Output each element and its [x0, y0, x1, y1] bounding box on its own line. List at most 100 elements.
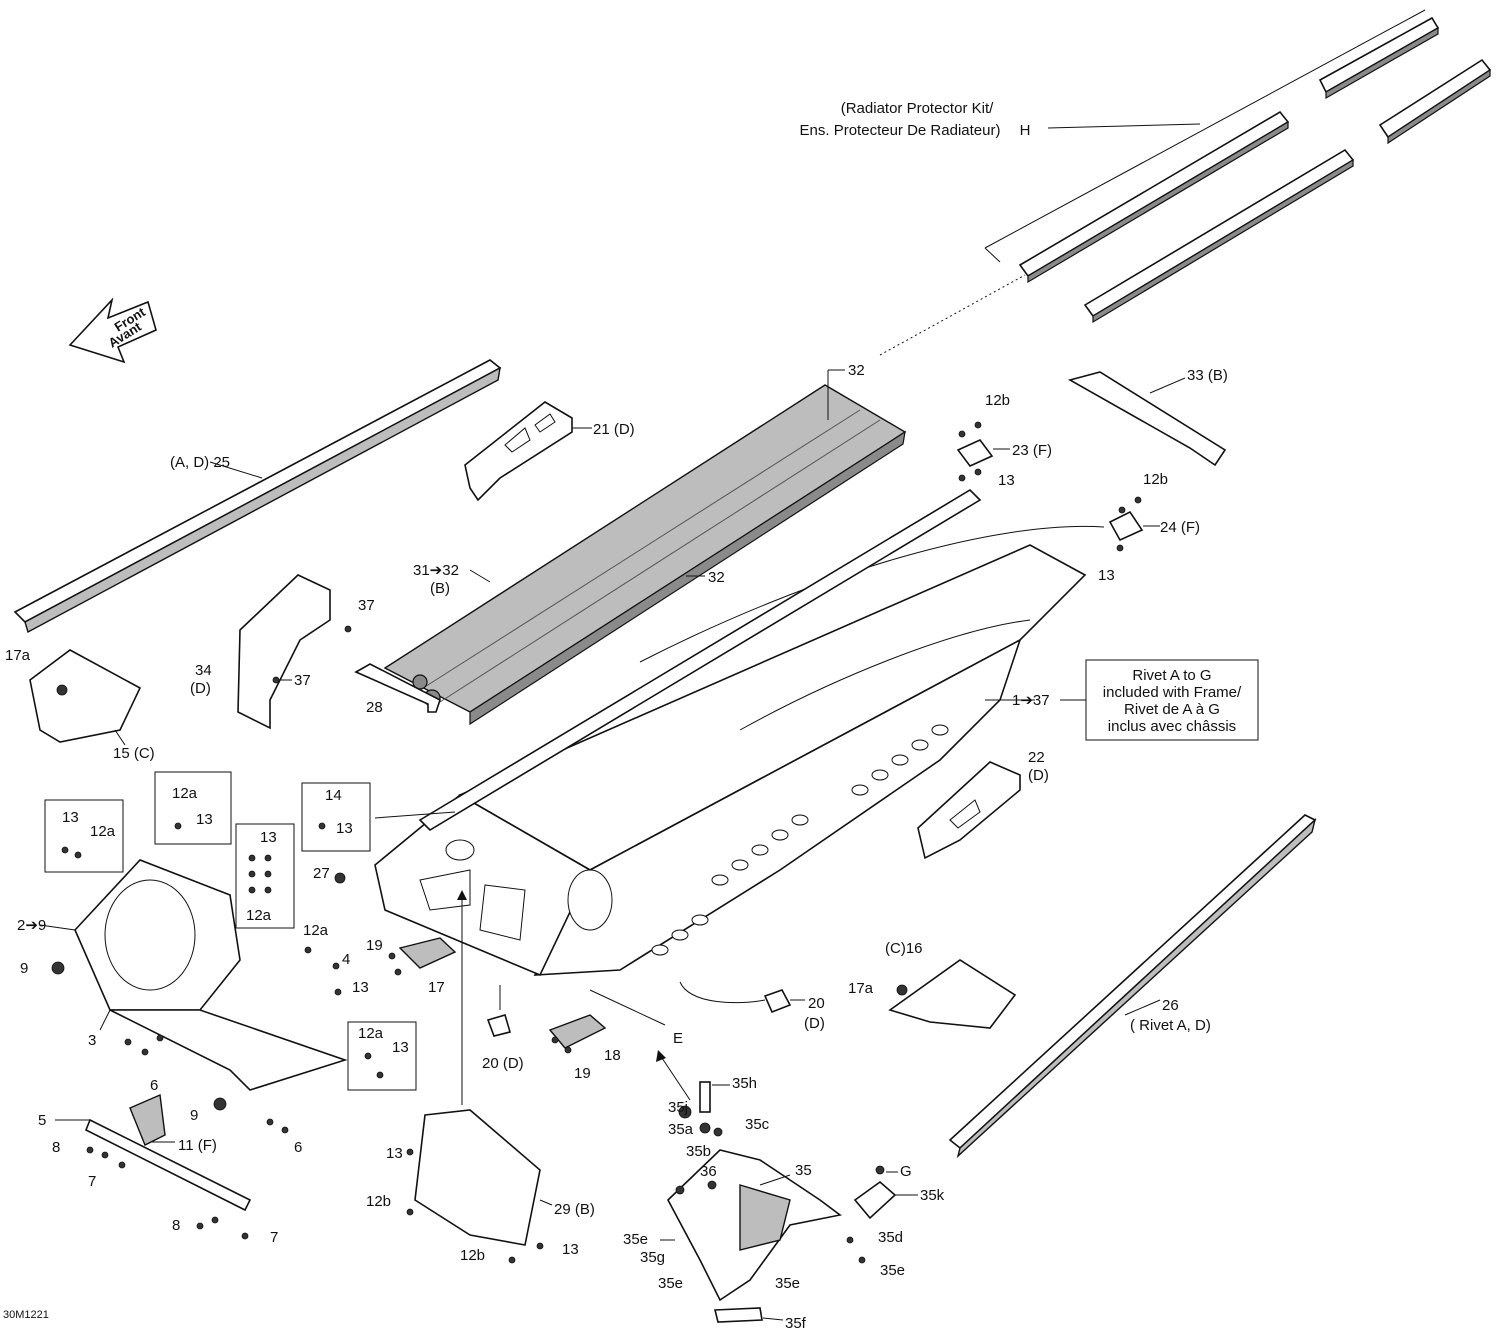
callout-35e-b: 35e — [880, 1262, 905, 1279]
part-16-bracket — [888, 959, 1017, 1029]
front-bulkhead — [39, 859, 348, 1111]
callout-18: 18 — [604, 1047, 621, 1064]
front-direction-arrow-icon: Front Avant — [68, 297, 157, 364]
part-23-bracket — [956, 421, 1010, 482]
callout-8-b: 8 — [172, 1217, 180, 1234]
rivet-note-line3: Rivet de A à G — [1124, 701, 1220, 718]
callout-12b-rad-a: 12b — [366, 1193, 391, 1210]
callout-E: E — [673, 1030, 683, 1047]
callout-17: 17 — [428, 979, 445, 996]
callout-36: 36 — [700, 1163, 717, 1180]
callout-37-b: 37 — [294, 672, 311, 689]
part-15-bracket — [29, 649, 142, 746]
callout-17a-right: 17a — [848, 980, 874, 997]
callout-9-a: 9 — [20, 960, 28, 977]
callout-35k: 35k — [920, 1187, 945, 1204]
rivet-note-line4: inclus avec châssis — [1108, 718, 1236, 735]
callout-24: 24 (F) — [1160, 519, 1200, 536]
callout-12b-a: 12b — [985, 392, 1010, 409]
callout-35e-a: 35e — [623, 1231, 648, 1248]
callout-8-a: 8 — [52, 1139, 60, 1156]
callout-35a: 35a — [668, 1121, 694, 1138]
callout-35e-c: 35e — [658, 1275, 683, 1292]
callout-25: (A, D) 25 — [170, 454, 230, 471]
callout-34-note: (D) — [190, 680, 211, 697]
part-35-steering-support — [656, 1050, 918, 1323]
callout-31: 31➔32 — [413, 562, 459, 579]
callout-37-a: 37 — [358, 597, 375, 614]
part-17-bracket — [388, 937, 457, 976]
part-5-rail — [55, 1034, 289, 1240]
main-tunnel-frame — [374, 488, 1087, 1026]
callout-12a-loose: 12a — [303, 922, 329, 939]
hardware-box-5 — [347, 1021, 417, 1091]
callout-35h: 35h — [732, 1075, 757, 1092]
callout-12a-box3: 12a — [246, 907, 272, 924]
callout-1-37: 1➔37 — [1012, 692, 1050, 709]
part-25-rail — [13, 359, 502, 634]
callout-22: 22 — [1028, 749, 1045, 766]
callout-35b: 35b — [686, 1143, 711, 1160]
rivet-note-line1: Rivet A to G — [1132, 667, 1211, 684]
callout-35c: 35c — [745, 1116, 770, 1133]
callout-20-right: 20 — [808, 995, 825, 1012]
callout-13-a: 13 — [998, 472, 1015, 489]
rivet-note-box: Rivet A to G included with Frame/ Rivet … — [1085, 659, 1259, 741]
callout-13-box4: 13 — [336, 820, 353, 837]
hardware-box-3 — [235, 823, 295, 929]
part-18-bracket — [548, 1014, 607, 1054]
radiator-protector-kit — [984, 9, 1492, 324]
callout-13-rad-b: 13 — [562, 1241, 579, 1258]
callout-19-b: 19 — [574, 1065, 591, 1082]
callout-28: 28 — [366, 699, 383, 716]
callout-20-left: 20 (D) — [482, 1055, 524, 1072]
callout-2-9: 2➔9 — [17, 917, 46, 934]
callout-35f: 35f — [785, 1315, 807, 1332]
radiator-kit-line2: Ens. Protecteur De Radiateur) — [800, 122, 1001, 139]
part-21-bracket — [464, 401, 592, 502]
callout-G: G — [900, 1163, 912, 1180]
callout-35j: 35j — [668, 1099, 688, 1116]
part-34-bracket — [237, 574, 352, 730]
callout-13-box1: 13 — [62, 809, 79, 826]
callout-22-note: (D) — [1028, 767, 1049, 784]
callout-3: 3 — [88, 1032, 96, 1049]
callout-6-a: 6 — [150, 1077, 158, 1094]
rivet-note-line2: included with Frame/ — [1103, 684, 1242, 701]
callout-12a-box1: 12a — [90, 823, 116, 840]
part-29-radiator — [406, 890, 553, 1264]
callout-12a-box2: 12a — [172, 785, 198, 802]
callout-27: 27 — [313, 865, 330, 882]
callout-13-rad: 13 — [386, 1145, 403, 1162]
callout-12b-rad-b: 12b — [460, 1247, 485, 1264]
callout-14: 14 — [325, 787, 342, 804]
callout-17a-left: 17a — [5, 647, 31, 664]
callout-35d: 35d — [878, 1229, 903, 1246]
callout-7-b: 7 — [270, 1229, 278, 1246]
callout-12b-b: 12b — [1143, 471, 1168, 488]
hardware-box-2 — [154, 771, 232, 845]
callout-15: 15 (C) — [113, 745, 155, 762]
hardware-box-1 — [44, 799, 124, 873]
callout-20-right-note: (D) — [804, 1015, 825, 1032]
callout-35: 35 — [795, 1162, 812, 1179]
callout-35e-d: 35e — [775, 1275, 800, 1292]
diagram-id: 30M1221 — [3, 1309, 49, 1321]
callout-35g: 35g — [640, 1249, 665, 1266]
callout-13-b: 13 — [1098, 567, 1115, 584]
callout-5: 5 — [38, 1112, 46, 1129]
part-22-bracket — [917, 761, 1021, 860]
callout-29: 29 (B) — [554, 1201, 595, 1218]
callout-4: 4 — [342, 951, 350, 968]
callout-34: 34 — [195, 662, 212, 679]
callout-33: 33 (B) — [1187, 367, 1228, 384]
callout-21: 21 (D) — [593, 421, 635, 438]
callout-32-mid: 32 — [708, 569, 725, 586]
callout-26: 26 — [1162, 997, 1179, 1014]
callout-32-top: 32 — [848, 362, 865, 379]
callout-7-a: 7 — [88, 1173, 96, 1190]
callout-19-a: 19 — [366, 937, 383, 954]
part-33-bracket — [1067, 371, 1227, 467]
